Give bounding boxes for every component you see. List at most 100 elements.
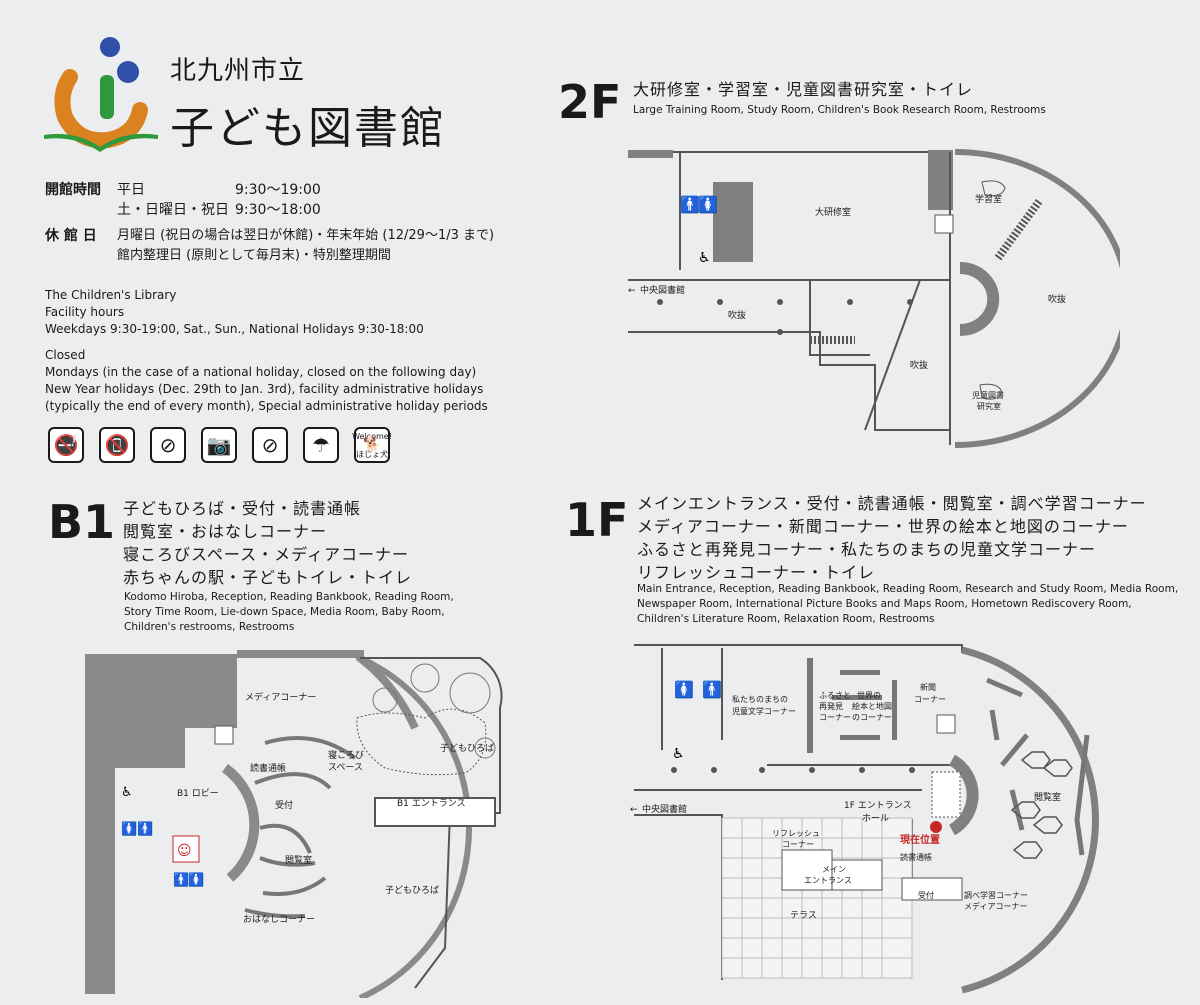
label-literature-1: 私たちのまちの (732, 695, 788, 704)
label-atrium-3: 吹抜 (1048, 293, 1066, 305)
label-world-1: 世界の (857, 690, 881, 700)
svg-text:☺: ☺ (177, 843, 192, 859)
label-kodomo-hiroba: 子どもひろば (440, 743, 494, 754)
label-research-2: 研究室 (977, 401, 1001, 411)
label-training-room: 大研修室 (815, 206, 851, 218)
svg-text:🚺: 🚺 (188, 872, 204, 888)
elevator-icon (934, 214, 954, 234)
closed-line-1: 月曜日 (祝日の場合は翌日が休館)・年末年始 (12/29～1/3 まで) (117, 228, 495, 243)
label-hall-2: ホール (862, 813, 889, 824)
1f-floor-label: 1F (565, 493, 629, 547)
label-refresh-2: コーナー (782, 840, 814, 849)
label-atrium-2: 吹抜 (910, 359, 928, 371)
1f-floor-map: 🚺 🚹 ♿ 私たちのまちの 児童文学コーナー ふるさと 再発見 コーナー 世界の… (630, 644, 1099, 994)
no-umbrella-icon: ☂ (303, 427, 339, 463)
2f-floor-map: 🚹 🚺 ♿ 大研修室 学習室 中央図書館 ← 吹抜 吹抜 吹抜 児童図書 研究室 (628, 149, 1120, 448)
closed-label: 休 館 日 (45, 228, 97, 244)
label-bankbook: 読書通帳 (250, 762, 286, 774)
label-kodomo-hiroba-2: 子どもひろば (385, 885, 439, 896)
logo-subtitle: 北九州市立 (170, 56, 306, 86)
label-research-2: メディアコーナー (964, 901, 1027, 911)
hours-jp: 開館時間 平日 9:30～19:00 土・日曜日・祝日 9:30～18:00 休… (45, 180, 505, 266)
label-bankbook: 読書通帳 (900, 852, 932, 862)
label-literature-2: 児童文学コーナー (732, 706, 796, 716)
b1-floor-label: B1 (48, 495, 116, 549)
weekday-label: 平日 (117, 182, 145, 198)
en-line: Mondays (in the case of a national holid… (45, 365, 477, 379)
no-camera-icon: 📷 (201, 427, 237, 463)
2f-en: Large Training Room, Study Room, Childre… (633, 104, 1046, 116)
label-lie-down-2: スペース (328, 763, 363, 773)
female-restroom-icon: 🚺 (674, 680, 694, 699)
en-line: Closed (45, 348, 86, 362)
weekday-time: 9:30～19:00 (235, 182, 321, 198)
male-restroom-icon: 🚹 (702, 680, 722, 699)
baby-room-icon (172, 835, 200, 863)
1f-jp-list: メインエントランス・受付・読書通帳・閲覧室・調べ学習コーナー メディアコーナー・… (637, 494, 1147, 582)
wall-block (928, 150, 953, 210)
weekend-time: 9:30～18:00 (235, 202, 321, 218)
wall-block (713, 182, 753, 262)
welcome-hojoken-icon: Welcome! 🐕 ほじょ犬 (352, 427, 392, 463)
current-location-icon (930, 821, 942, 833)
en-line: New Year holidays (Dec. 29th to Jan. 3rd… (45, 382, 484, 396)
label-central-library: 中央図書館 (640, 284, 685, 296)
wheelchair-icon: ♿ (672, 746, 685, 762)
curved-stair (959, 262, 1000, 336)
label-current-location: 現在位置 (900, 833, 940, 846)
male-restroom-icon: 🚹 (680, 195, 700, 214)
label-world-2: 絵本と地図 (852, 701, 892, 711)
label-furusato-3: コーナー (819, 713, 851, 722)
no-smoking-icon: 🚭 (48, 427, 84, 463)
left-arrow-icon: ← (630, 805, 638, 815)
2f-jp: 大研修室・学習室・児童図書研究室・トイレ (633, 80, 974, 99)
no-food-icon: ⊘ (150, 427, 186, 463)
label-reception: 受付 (275, 799, 293, 811)
label-reading-room: 閲覧室 (285, 854, 312, 866)
label-world-3: のコーナー (852, 713, 892, 722)
female-restroom-icon: 🚺 (698, 195, 718, 214)
no-phone-icon: 📵 (99, 427, 135, 463)
hours-en: The Children's Library Facility hours We… (45, 287, 515, 415)
label-hall-1: 1F エントランス (844, 800, 912, 811)
label-furusato-2: 再発見 (819, 702, 843, 711)
2f-floor-label: 2F (558, 75, 622, 129)
rule-icons: 🚭 📵 ⊘ 📷 ⊘ ☂ Welcome! 🐕 ほじょ犬 (48, 427, 392, 463)
curved-wall (961, 646, 1099, 994)
en-line: (typically the end of every month), Spec… (45, 399, 488, 413)
label-central-library: 中央図書館 (642, 803, 687, 815)
no-pets-icon: ⊘ (252, 427, 288, 463)
male-restroom-icon: 🚹 (137, 821, 153, 837)
b1-entrance-corridor (374, 797, 496, 827)
b1-en-list: Kodomo Hiroba, Reception, Reading Bankbo… (124, 591, 454, 633)
label-b1-entrance: B1 エントランス (397, 798, 466, 809)
library-logo (44, 37, 158, 152)
label-research-1: 調べ学習コーナー (964, 890, 1028, 900)
en-line: Weekdays 9:30-19:00, Sat., Sun., Nationa… (45, 322, 424, 336)
elevator-icon (214, 725, 234, 745)
label-main-1: メイン (822, 865, 846, 874)
en-line: The Children's Library (45, 288, 177, 302)
label-research-1: 児童図書 (972, 390, 1004, 400)
weekend-label: 土・日曜日・祝日 (117, 202, 229, 218)
elevator-icon (936, 714, 956, 734)
label-refresh-1: リフレッシュ (772, 829, 820, 838)
curved-stair (948, 754, 979, 836)
label-reading-room: 閲覧室 (1034, 791, 1061, 803)
b1-jp-list: 子どもひろば・受付・読書通帳 閲覧室・おはなしコーナー 寝ころびスペース・メディ… (123, 499, 413, 587)
label-terrace: テラス (790, 910, 817, 921)
label-media-corner: メディアコーナー (245, 691, 316, 703)
b1-floor-map: ♿ 🚺 🚹 ☺ 🚹 🚺 メディアコーナー 寝ころび スペース 子どもひろば B1… (85, 650, 503, 998)
curved-stair (222, 763, 260, 882)
1f-en-list: Main Entrance, Reception, Reading Bankbo… (637, 583, 1179, 625)
label-lie-down-1: 寝ころび (328, 749, 364, 761)
logo-title: 子ども図書館 (170, 103, 446, 154)
curved-wall (237, 650, 419, 730)
en-line: Facility hours (45, 305, 125, 319)
wall-block (628, 150, 673, 158)
label-reception: 受付 (918, 890, 934, 900)
garden-hatch (356, 708, 487, 776)
curved-wall (954, 149, 1120, 448)
label-atrium-1: 吹抜 (728, 309, 746, 321)
label-news-2: コーナー (914, 695, 946, 704)
